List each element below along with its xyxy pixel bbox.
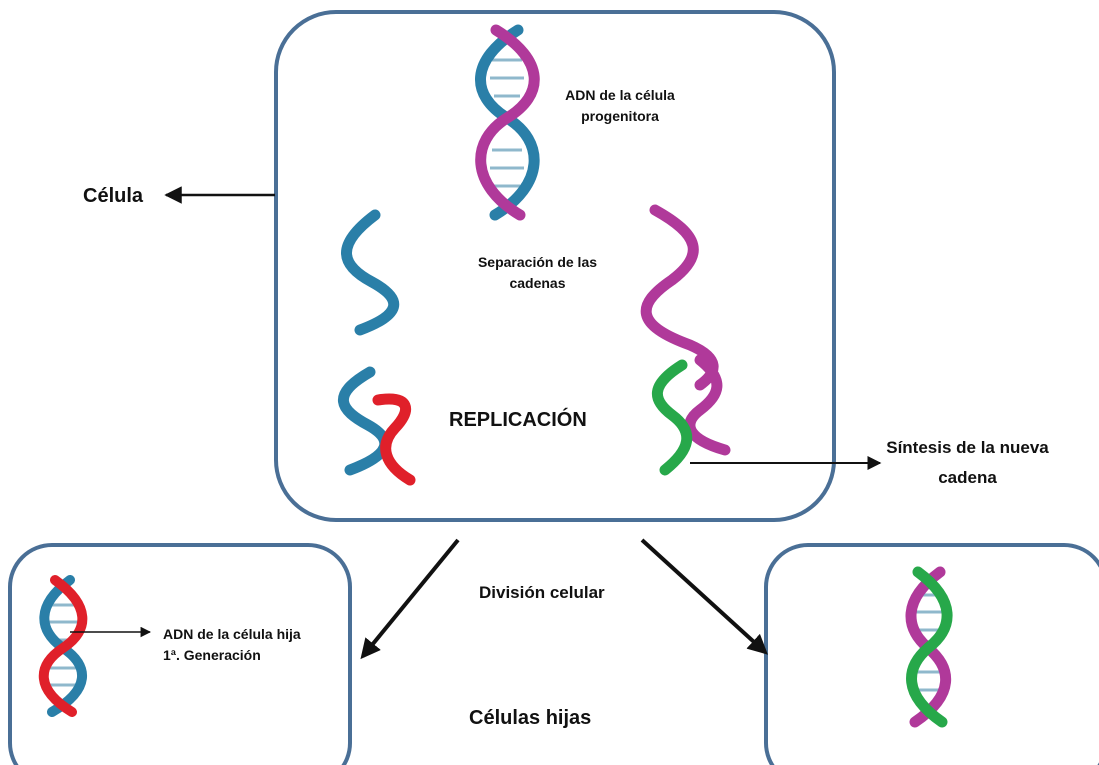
strand-separation-label-line2: cadenas [509,275,566,291]
new-strand-synthesis-label-line1: Síntesis de la nueva [886,438,1049,457]
cell-division-label: División celular [479,583,605,602]
replication-label: REPLICACIÓN [449,409,587,431]
daughter-cell-right [764,543,1099,765]
daughter-dna-left-helix [38,575,88,717]
daughter-dna-label: ADN de la célula hija 1ª. Generación [163,624,301,666]
separated-blue-strand [341,209,400,336]
daughter-cells-label: Células hijas [469,707,592,729]
template-magenta-strand [684,354,731,456]
new-green-strand [651,359,693,476]
new-strand-synthesis-label-line2: cadena [938,468,997,487]
parent-cell [274,10,836,522]
parent-dna-label-line2: progenitora [581,108,659,124]
daughter-dna-left-red-strand [38,575,88,717]
new-red-strand [372,393,416,486]
daughter-dna-label-line1: ADN de la célula hija [163,626,301,642]
parent-dna-helix [475,24,540,221]
strand-separation-label: Separación de las cadenas [455,252,620,294]
division-arrow-right [640,538,768,655]
daughter-dna-right-helix [905,566,953,728]
parent-dna-magenta-strand [475,24,540,221]
new-strand-synthesis-label: Síntesis de la nueva cadena [855,433,1080,493]
template-blue-strand [338,366,391,476]
parent-dna-label-line1: ADN de la célula [565,87,675,103]
separated-magenta-strand [640,204,719,391]
division-arrow-left [360,538,460,660]
daughter-dna-left-rungs [48,603,78,687]
strand-separation-label-line1: Separación de las [477,254,598,270]
daughter-dna-label-line2: 1ª. Generación [163,647,261,663]
daughter-cell-left [8,543,352,765]
parent-dna-rungs [490,58,524,188]
parent-dna-label: ADN de la célula progenitora [550,85,690,127]
cell-label: Célula [83,185,144,207]
daughter-dna-right-green-strand [906,566,953,728]
